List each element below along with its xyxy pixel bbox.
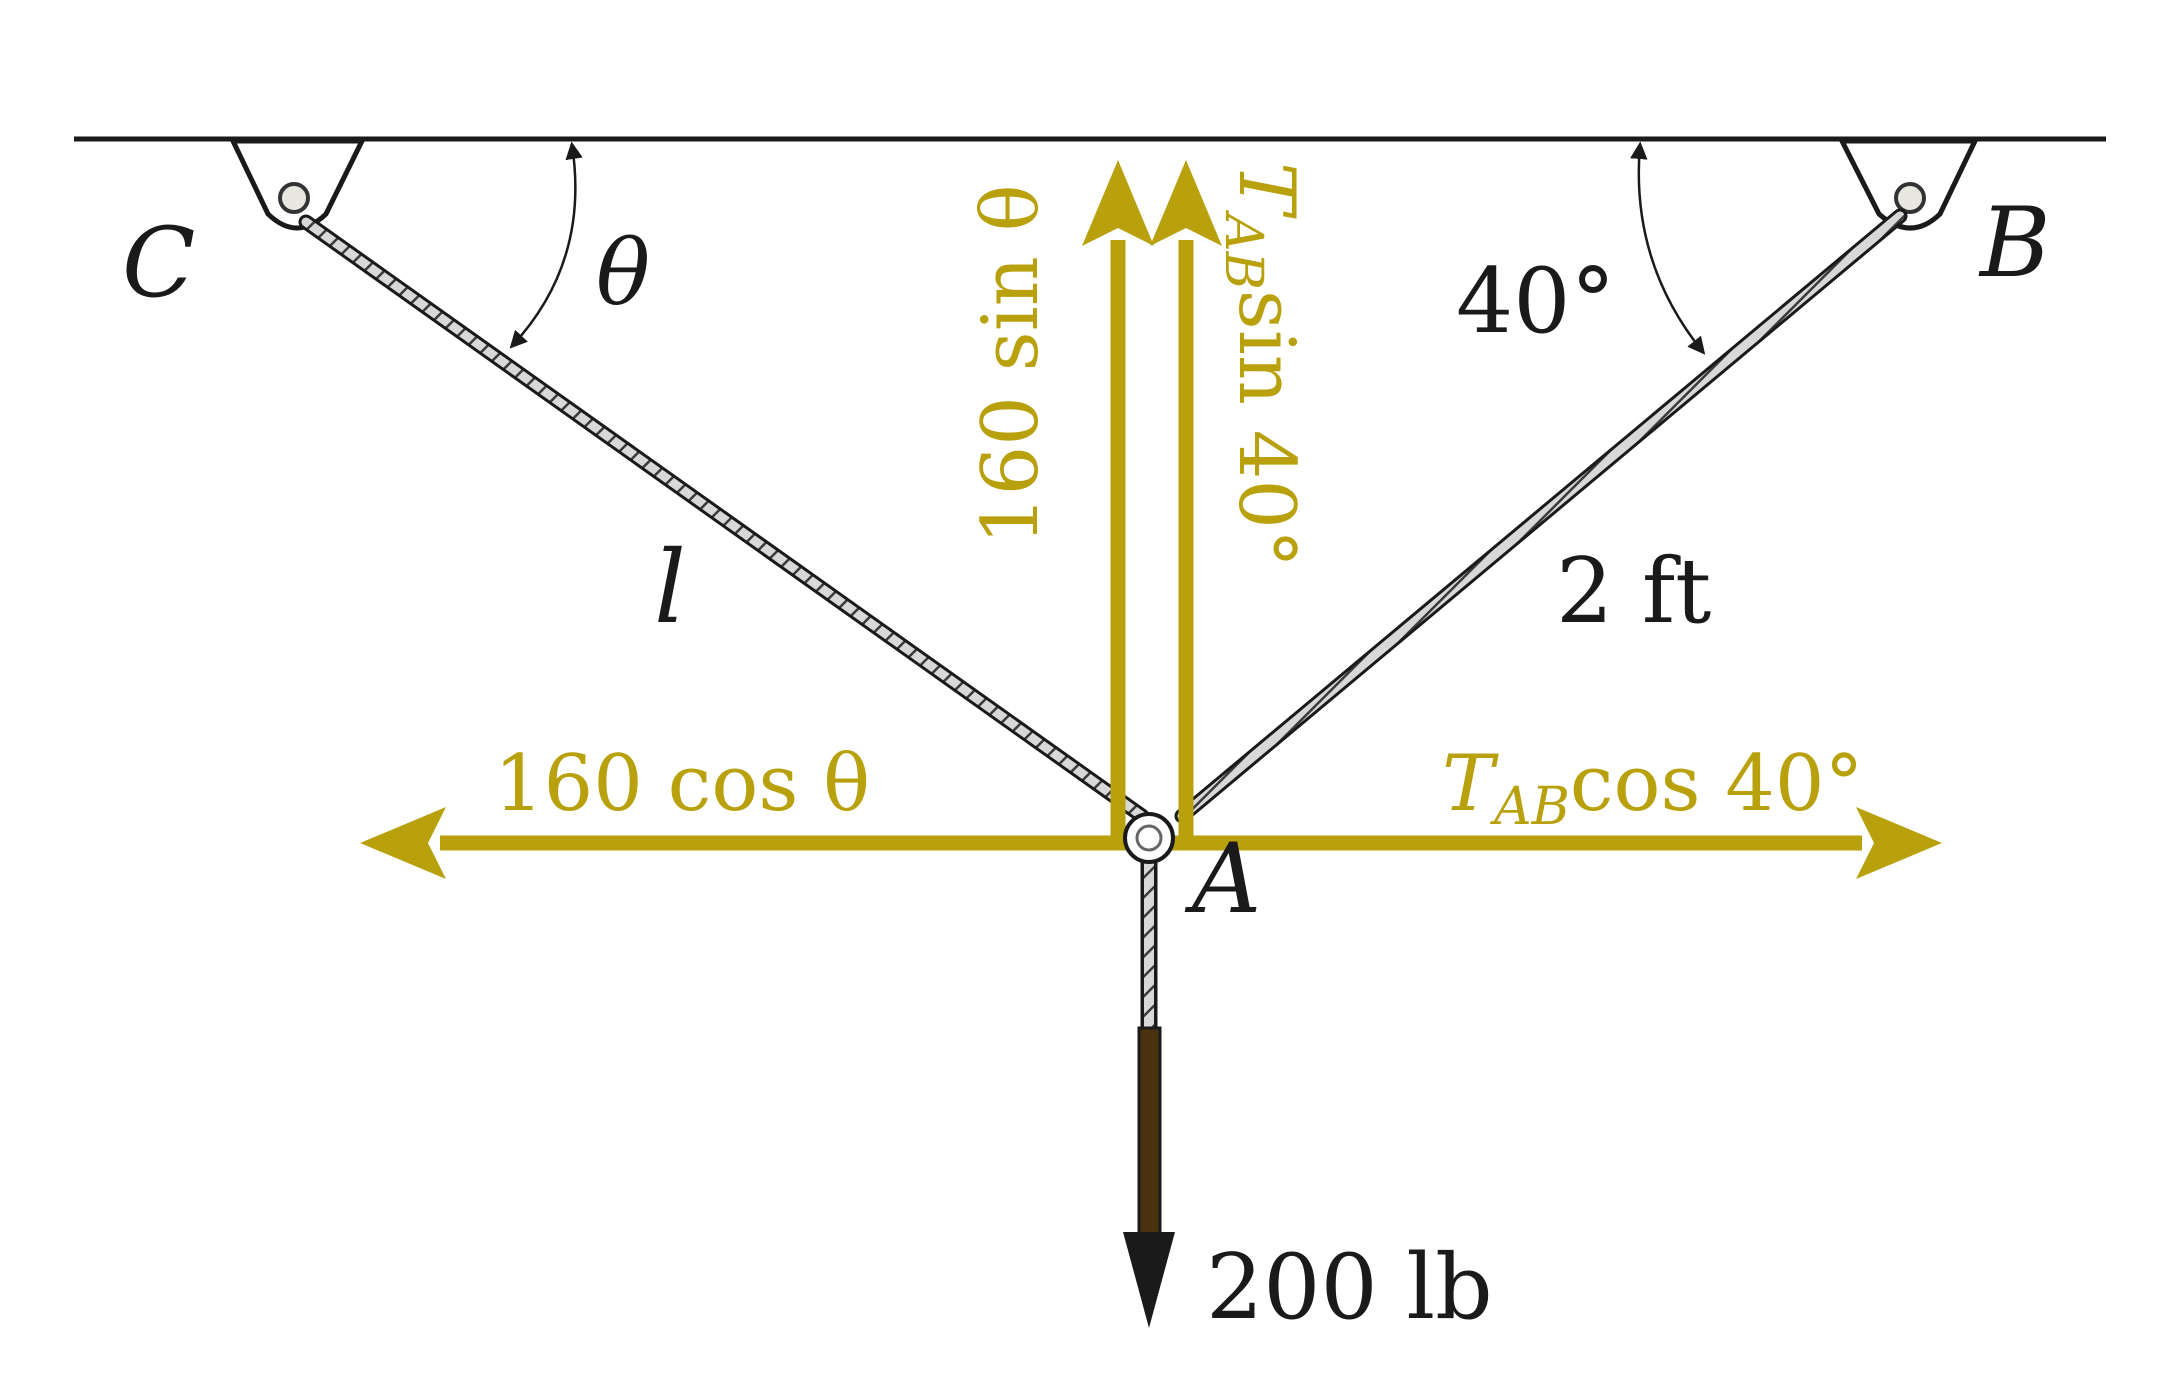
force-arrow-vertical-c	[1082, 160, 1154, 836]
label-force-vertical-ab: TABsin 40°	[1213, 162, 1311, 568]
label-force-horizontal-ab-sub: AB	[1490, 777, 1570, 837]
force-arrow-horizontal-ab	[1166, 807, 1942, 879]
label-force-vertical-c: 160 sin θ	[966, 184, 1056, 545]
load-arrow	[1123, 1026, 1175, 1328]
label-length-l: l	[654, 529, 686, 646]
angle-arc-theta	[509, 141, 583, 349]
label-force-horizontal-ab: TABcos 40°	[1442, 739, 1864, 837]
label-load: 200 lb	[1206, 1235, 1493, 1340]
label-force-horizontal-ab-rest: cos 40°	[1570, 739, 1864, 829]
label-point-b: B	[1978, 187, 2051, 299]
angle-arc-40	[1630, 141, 1706, 355]
rope-ab	[1174, 208, 1908, 824]
ring-a	[1123, 812, 1175, 864]
label-force-vertical-ab-t: T	[1221, 162, 1311, 219]
rope-ca	[298, 214, 1150, 824]
label-point-c: C	[122, 207, 195, 319]
label-angle-theta: θ	[596, 221, 650, 326]
label-force-horizontal-ab-t: T	[1442, 739, 1499, 829]
force-arrow-horizontal-c	[360, 807, 1132, 879]
label-length-2ft: 2 ft	[1556, 539, 1711, 644]
label-force-vertical-ab-rest: sin 40°	[1221, 290, 1311, 568]
label-point-a: A	[1184, 823, 1261, 935]
force-arrow-vertical-ab	[1150, 160, 1222, 836]
label-force-horizontal-c: 160 cos θ	[494, 739, 870, 829]
label-angle-40: 40°	[1456, 249, 1616, 354]
support-b	[1837, 138, 1979, 231]
support-c	[229, 138, 367, 231]
label-force-vertical-ab-sub: AB	[1213, 210, 1273, 290]
